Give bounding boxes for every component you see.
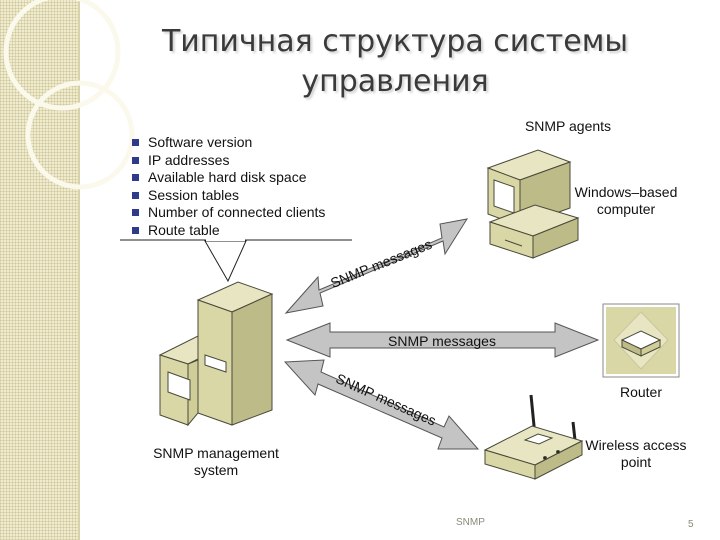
decorative-sidebar — [0, 0, 78, 540]
slide-title: Типичная структура системы управления — [100, 22, 690, 102]
title-line-2: управления — [301, 64, 489, 99]
page-number: 5 — [688, 519, 694, 530]
bullet-icon — [132, 174, 139, 181]
list-item: Available hard disk space — [132, 169, 325, 187]
arrow-top — [284, 218, 469, 314]
arrow-middle — [285, 322, 600, 358]
wireless-access-point-label: Wireless access point — [585, 437, 687, 470]
arrow-top-label: SNMP messages — [328, 236, 434, 291]
decorative-circles — [3, 0, 135, 190]
arrow-middle-label: SNMP messages — [388, 333, 496, 349]
bullet-icon — [132, 209, 139, 216]
footer-text: SNMP — [456, 517, 485, 528]
sidebar-divider — [78, 0, 80, 540]
arrow-bottom-label: SNMP messages — [333, 370, 438, 429]
arrow-bottom — [283, 359, 480, 450]
list-item: Route table — [132, 222, 325, 240]
list-item: IP addresses — [132, 152, 325, 170]
wireless-access-point-icon — [483, 394, 584, 480]
router-label: Router — [619, 384, 663, 400]
callout-pointer — [120, 239, 352, 283]
list-item: Session tables — [132, 187, 325, 205]
snmp-agents-heading: SNMP agents — [524, 118, 612, 134]
bullet-icon — [132, 191, 139, 199]
managed-data-list: Software version IP addresses Available … — [132, 134, 325, 239]
management-system-label: SNMP management system — [153, 445, 279, 478]
server-icon — [158, 281, 274, 427]
bullet-icon — [132, 156, 139, 164]
router-icon — [602, 303, 680, 378]
windows-computer-label: Windows–based computer — [574, 184, 678, 217]
bullet-icon — [132, 226, 139, 234]
bullet-icon — [132, 139, 139, 146]
list-item: Number of connected clients — [132, 204, 325, 222]
title-line-1: Типичная структура системы — [161, 24, 629, 59]
computer-icon — [486, 149, 580, 259]
list-item: Software version — [132, 134, 325, 152]
